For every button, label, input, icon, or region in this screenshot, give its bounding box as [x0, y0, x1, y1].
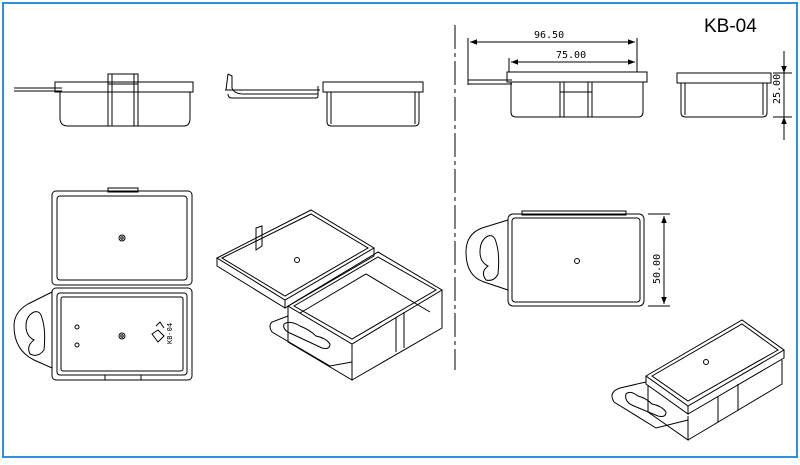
lid-top-view: [51, 187, 193, 286]
dimension-overall-width: 96.50: [534, 30, 564, 41]
end-view-left: [322, 81, 424, 127]
front-view-right: [467, 38, 648, 118]
end-view-right: [676, 51, 792, 140]
isometric-closed-box: [611, 319, 785, 441]
dimension-depth: 50.00: [652, 254, 663, 284]
base-top-view: [13, 287, 193, 381]
top-plan-view: [465, 210, 670, 307]
isometric-open-box: [215, 209, 443, 381]
dimension-body-width: 75.00: [556, 50, 586, 61]
side-view-closed: [225, 73, 320, 99]
dimension-height: 25.00: [772, 74, 783, 104]
model-code-label: KB-04: [704, 16, 757, 37]
front-view-left: [14, 73, 194, 127]
lid-mark-label: KB-04: [166, 323, 174, 344]
